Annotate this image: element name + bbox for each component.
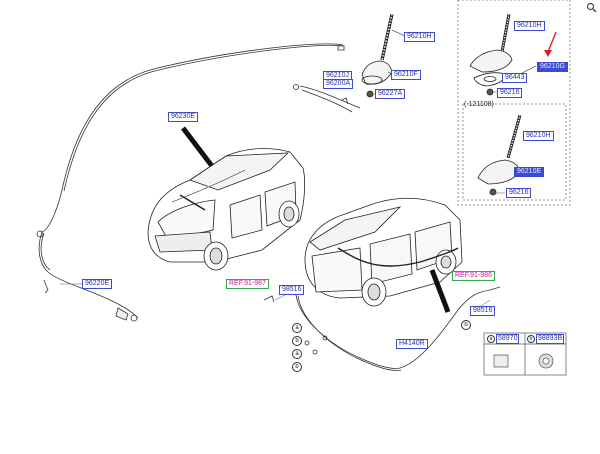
red-arrow-icon <box>544 31 557 57</box>
ref-label-left[interactable]: REF.91-987 <box>226 279 269 289</box>
marker-a-2: a <box>292 349 302 359</box>
part-label-98516-left[interactable]: 98516 <box>279 285 305 295</box>
floor-cable <box>263 286 501 371</box>
legend-box <box>483 332 567 376</box>
part-label-96210F[interactable]: 96210F <box>391 70 421 80</box>
marker-b-right: b <box>461 320 471 330</box>
part-label-96230E[interactable]: 96230E <box>168 112 199 122</box>
inset-inner-box <box>462 103 567 201</box>
legend-part-58970[interactable]: 58970 <box>496 334 520 344</box>
roof-cable <box>41 43 361 233</box>
part-label-H4140R[interactable]: H4140R <box>396 339 428 349</box>
part-label-96210H-inset[interactable]: 96210H <box>514 21 545 31</box>
side-cable <box>36 230 139 322</box>
vehicle-front-view <box>147 148 306 271</box>
ref-label-right[interactable]: REF.91-986 <box>452 271 495 281</box>
part-label-96200A[interactable]: 96200A <box>323 79 354 89</box>
legend-key-b: b <box>527 335 535 343</box>
inset-antenna-lower <box>477 114 522 196</box>
part-label-96210H-inset2[interactable]: 96210H <box>523 131 554 141</box>
part-label-98516-right[interactable]: 98516 <box>470 306 496 316</box>
marker-b-2: b <box>292 362 302 372</box>
part-label-96210H[interactable]: 96210H <box>404 32 435 42</box>
magnifier-icon[interactable] <box>586 2 597 13</box>
part-label-96227A[interactable]: 96227A <box>375 89 406 99</box>
marker-b-1: b <box>292 336 302 346</box>
legend-part-98893B[interactable]: 98893B <box>536 334 565 344</box>
inset-antenna-upper <box>469 13 537 96</box>
marker-a-1: a <box>292 323 302 333</box>
part-label-96220E[interactable]: 96220E <box>82 279 113 289</box>
vehicle-rear-view <box>304 197 463 313</box>
inset-date-note: (-121108) <box>464 101 494 108</box>
part-label-96216-inset[interactable]: 96216 <box>497 88 523 98</box>
part-label-96210E-highlight[interactable]: 96210E <box>514 167 545 177</box>
part-label-96210G-highlight[interactable]: 96210G <box>537 62 568 72</box>
legend-key-a: a <box>487 335 495 343</box>
part-label-96443[interactable]: 96443 <box>502 73 528 83</box>
part-label-96216-inset2[interactable]: 96216 <box>506 188 532 198</box>
inset-outer-box <box>457 0 571 206</box>
roof-antenna-main <box>361 13 406 98</box>
